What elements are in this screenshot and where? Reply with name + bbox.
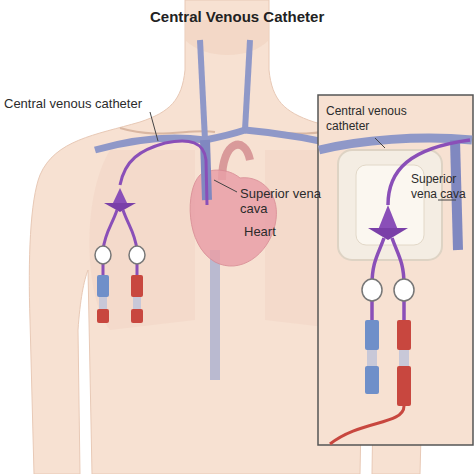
part-label: Heart: [244, 224, 304, 239]
part-label: Central venous catheter: [4, 96, 174, 111]
part-label: Superior vena cava: [411, 172, 471, 202]
part-label: Central venous catheter: [326, 104, 436, 134]
part-label: Superior vena cava: [240, 186, 330, 216]
diagram-title: Central Venous Catheter: [150, 8, 324, 25]
